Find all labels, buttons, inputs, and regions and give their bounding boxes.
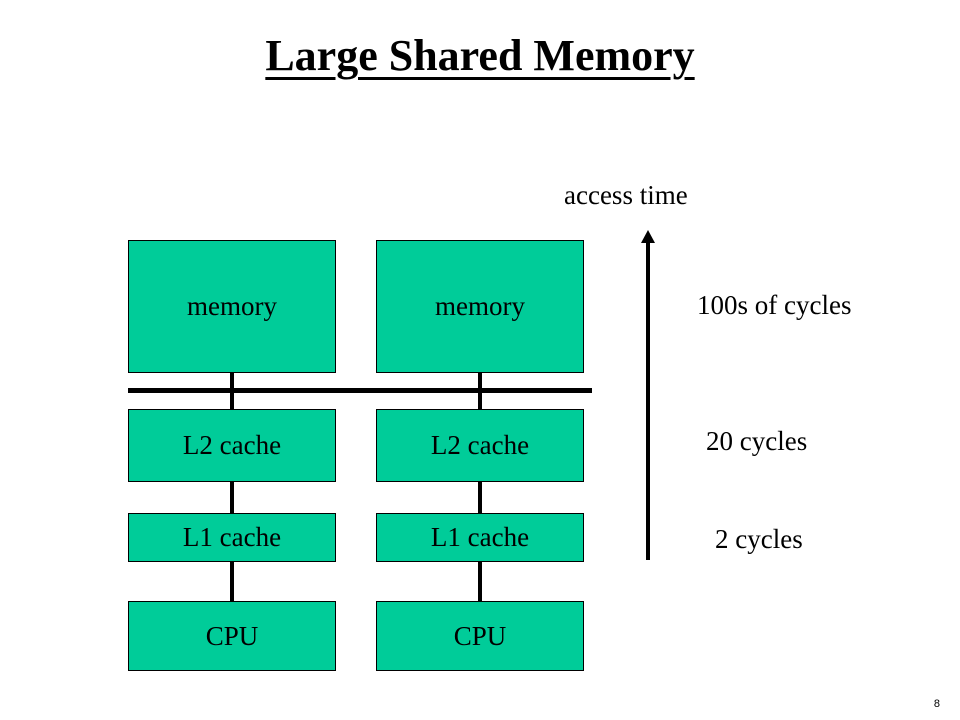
- memory-label-1: memory: [187, 291, 277, 321]
- slide-title-text: Large Shared Memory: [265, 31, 695, 80]
- l2-cache-box-1: L2 cache: [128, 409, 336, 482]
- l2-cache-box-2: L2 cache: [376, 409, 584, 482]
- l2-cache-label-2: L2 cache: [430, 430, 530, 460]
- l1-cache-label-2: L1 cache: [430, 522, 530, 552]
- connector-memory-bus-1: [230, 373, 234, 410]
- cpu-label-2: CPU: [453, 620, 507, 651]
- cpu-label-1: CPU: [205, 620, 259, 651]
- connector-l2-l1-2: [478, 482, 482, 513]
- cpu-box-2: CPU: [376, 601, 584, 671]
- l2-cache-label-1: L2 cache: [182, 430, 282, 460]
- l1-cache-box-2: L1 cache: [376, 513, 584, 562]
- level-label-l2: 20 cycles: [706, 426, 808, 456]
- page-number: 8: [933, 698, 940, 710]
- access-time-arrow-shaft: [646, 242, 650, 560]
- cpu-box-1: CPU: [128, 601, 336, 671]
- l1-cache-label-1: L1 cache: [182, 522, 282, 552]
- connector-l1-cpu-1: [230, 562, 234, 601]
- connector-l2-l1-1: [230, 482, 234, 513]
- memory-label-2: memory: [435, 291, 525, 321]
- level-label-memory: 100s of cycles: [697, 290, 852, 320]
- memory-box-2: memory: [376, 240, 584, 373]
- up-arrow-icon: [641, 230, 655, 243]
- slide-title: Large Shared Memory: [0, 30, 960, 81]
- memory-box-1: memory: [128, 240, 336, 373]
- level-label-l1: 2 cycles: [715, 524, 803, 554]
- shared-bus: [128, 388, 592, 393]
- l1-cache-box-1: L1 cache: [128, 513, 336, 562]
- connector-memory-bus-2: [478, 373, 482, 410]
- connector-l1-cpu-2: [478, 562, 482, 601]
- access-time-label: access time: [564, 180, 688, 210]
